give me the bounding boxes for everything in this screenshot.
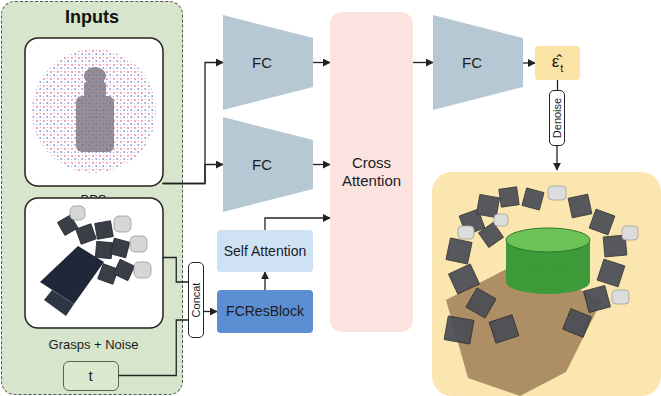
connector — [313, 164, 330, 165]
rotated-label: Concat — [191, 283, 202, 318]
symbol-label: ε̂ — [552, 52, 560, 71]
layer-label: FC — [462, 54, 482, 71]
noise-estimate-box: ε̂t — [535, 46, 580, 80]
trapezoid-fill — [433, 15, 523, 110]
connector — [264, 272, 265, 290]
layer-label: FC — [252, 156, 272, 173]
denoise-box: Denoise — [549, 90, 565, 146]
layer-label: FC — [252, 54, 272, 71]
connector — [413, 62, 433, 63]
timestep-label: t — [88, 367, 92, 384]
self-attention-box: Self Attention — [217, 230, 313, 272]
symbol-group: ε̂t — [552, 52, 564, 73]
connector — [265, 218, 330, 230]
trapezoid-fill — [223, 117, 313, 212]
box-label: Cross Attention — [335, 154, 408, 190]
cross-attention-box: Cross Attention — [330, 12, 413, 332]
connector — [204, 311, 217, 312]
timestep-box: t — [63, 361, 119, 391]
concat-box: Concat — [188, 262, 204, 338]
fcresblock-box: FCResBlock — [217, 290, 313, 333]
box-label: Self Attention — [224, 243, 307, 260]
grasp-illustration — [25, 198, 163, 328]
fc-layer: FC — [433, 15, 523, 110]
output-illustration — [432, 146, 661, 396]
connector — [313, 62, 330, 63]
bps-illustration — [25, 38, 163, 186]
trapezoid-fill — [223, 15, 313, 110]
fc-layer: FC — [223, 15, 313, 110]
rotated-label: Denoise — [552, 98, 563, 138]
panel-heading: Inputs — [2, 2, 182, 28]
fc-layer: FC — [223, 117, 313, 212]
connector — [557, 80, 558, 90]
box-label: FCResBlock — [226, 303, 304, 320]
connector — [523, 62, 535, 63]
symbol-subscript: t — [560, 62, 563, 74]
input-label: Grasps + Noise — [49, 337, 139, 352]
